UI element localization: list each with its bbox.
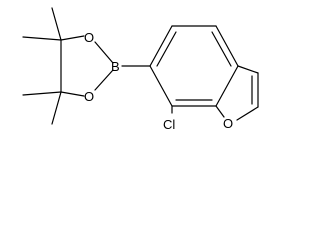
methyl-bond-4 [51,91,62,125]
methyl-bond-3 [22,91,62,96]
methyl-groups [22,7,62,125]
boron-label: B [111,59,120,74]
furan-bond-o-c7a [215,105,225,118]
benzene-bond-1 [149,25,173,67]
oxygen-upper-label: O [84,30,94,45]
furan-oxygen-label: O [223,116,233,131]
furan-bond-c2-o [236,106,259,121]
benzene-bond-3-inner [211,31,232,67]
dioxaborolane-ring [60,35,114,97]
bond-c-o-lower [60,91,85,97]
benzene-ring [149,25,239,107]
methyl-bond-1 [51,7,62,41]
benzene-bond-4 [215,65,239,107]
bond-o-upper-c [60,35,85,41]
benzene-bond-3 [215,25,239,67]
bond-o-lower-b [94,69,114,91]
benzene-bond-6 [149,65,173,107]
chlorine-label: Cl [163,117,175,132]
bond-b-o-upper [94,41,114,64]
furan-bond-c3a-c3 [237,65,259,74]
methyl-bond-2 [22,36,62,41]
furan-ring [215,65,259,121]
oxygen-lower-label: O [84,89,94,104]
benzene-bond-1-inner [156,31,177,67]
molecule-diagram: B O O O Cl [22,7,259,132]
